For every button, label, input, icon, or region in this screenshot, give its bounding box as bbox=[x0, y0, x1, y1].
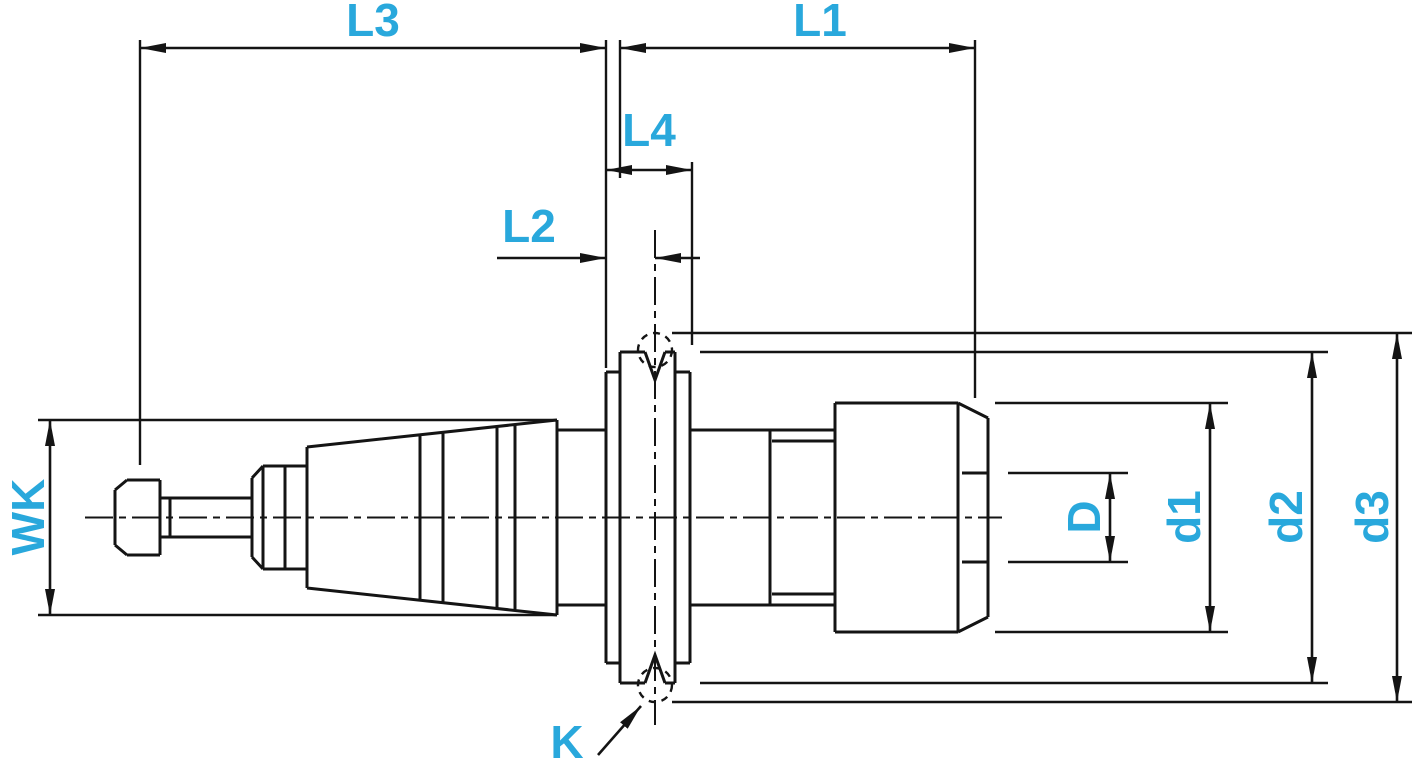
leader-line-K bbox=[597, 705, 642, 756]
dim-label-L2: L2 bbox=[502, 200, 556, 252]
dim-label-WK: WK bbox=[2, 479, 54, 556]
dimension-lines bbox=[45, 43, 1402, 756]
dim-label-D: D bbox=[1058, 500, 1110, 533]
dim-label-K: K bbox=[550, 716, 583, 768]
clamping-nut bbox=[833, 401, 990, 634]
taper-shank bbox=[305, 418, 606, 617]
v-groove-flange bbox=[604, 350, 692, 685]
part-outline bbox=[113, 350, 990, 685]
notch-circle-top bbox=[636, 331, 674, 369]
extension-lines bbox=[38, 40, 1412, 704]
dim-label-d2: d2 bbox=[1260, 490, 1312, 544]
pull-stud bbox=[113, 464, 307, 571]
dim-label-d1: d1 bbox=[1158, 490, 1210, 544]
dim-label-L4: L4 bbox=[622, 104, 676, 156]
dim-label-L3: L3 bbox=[346, 0, 400, 46]
dim-label-L1: L1 bbox=[793, 0, 847, 46]
notch-circle-bottom bbox=[636, 666, 674, 704]
dim-label-d3: d3 bbox=[1346, 490, 1398, 544]
body-cylinder bbox=[690, 428, 835, 607]
